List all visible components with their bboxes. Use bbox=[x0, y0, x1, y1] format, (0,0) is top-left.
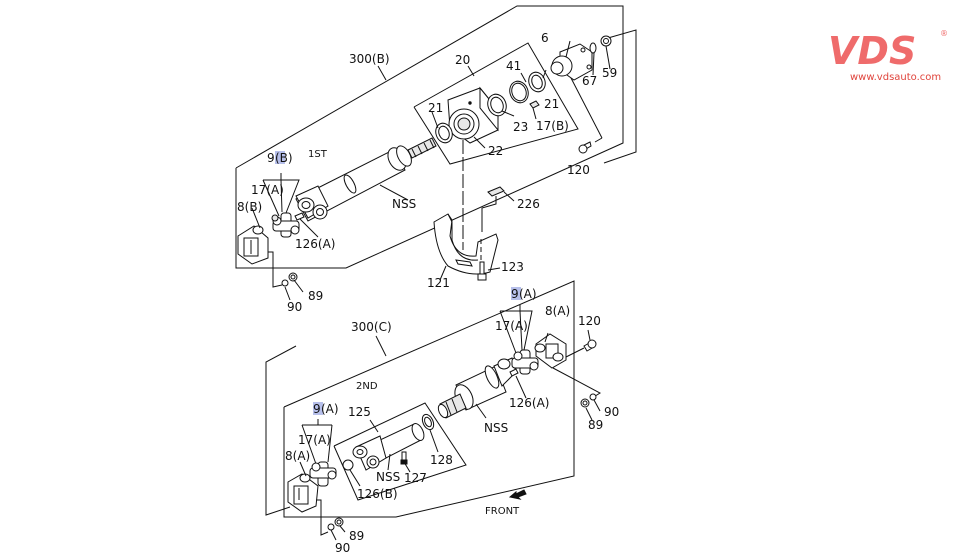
label-120-upper[interactable]: 120 bbox=[567, 163, 590, 177]
label-8a-lower-right[interactable]: 8(A) bbox=[545, 304, 570, 318]
vds-logo: VDS ® www.vdsauto.com bbox=[828, 29, 948, 83]
upper-part-labels: 300(B) 20 6 67 59 41 21 21 23 17(B) 22 1… bbox=[237, 31, 617, 314]
upper-u-joint bbox=[237, 173, 305, 288]
label-120-lower[interactable]: 120 bbox=[578, 314, 601, 328]
lower-part-labels: 9 (A) 17(A) 8(A) 120 126(A) NSS 90 89 30… bbox=[285, 287, 619, 555]
label-9-lower-left[interactable]: 9 bbox=[313, 402, 321, 416]
label-90-lower-left[interactable]: 90 bbox=[335, 541, 350, 555]
label-1st: 1ST bbox=[308, 149, 328, 160]
label-127[interactable]: 127 bbox=[404, 471, 427, 485]
label-89-lower-left[interactable]: 89 bbox=[349, 529, 364, 543]
logo-brand: VDS bbox=[828, 29, 916, 73]
center-mount-bracket bbox=[433, 186, 515, 281]
label-9-suffix-lower-right: (A) bbox=[519, 287, 537, 301]
slip-yoke-assembly bbox=[342, 413, 435, 471]
label-21-left[interactable]: 21 bbox=[428, 101, 443, 115]
companion-flange bbox=[550, 35, 612, 154]
label-20[interactable]: 20 bbox=[455, 53, 470, 67]
label-126b[interactable]: 126(B) bbox=[357, 487, 398, 501]
label-41[interactable]: 41 bbox=[506, 59, 521, 73]
label-123[interactable]: 123 bbox=[501, 260, 524, 274]
label-8a-lower-left[interactable]: 8(A) bbox=[285, 449, 310, 463]
label-300b[interactable]: 300(B) bbox=[349, 52, 390, 66]
label-59[interactable]: 59 bbox=[602, 66, 617, 80]
label-17a-upper[interactable]: 17(A) bbox=[251, 183, 284, 197]
label-9-suffix-lower-left: (A) bbox=[321, 402, 339, 416]
label-300c[interactable]: 300(C) bbox=[351, 320, 392, 334]
label-9-upper[interactable]: 9 bbox=[267, 151, 275, 165]
part-9-highlight-upper bbox=[275, 151, 285, 164]
label-nss-lower[interactable]: NSS bbox=[484, 421, 508, 435]
lower-leader-lines bbox=[299, 329, 601, 541]
lower-shaft bbox=[437, 357, 517, 419]
label-9-lower-right[interactable]: 9 bbox=[511, 287, 519, 301]
upper-shaft bbox=[295, 137, 437, 222]
label-89-lower-right[interactable]: 89 bbox=[588, 418, 603, 432]
upper-assembly-frame bbox=[235, 5, 637, 269]
logo-registered-mark: ® bbox=[940, 29, 948, 38]
label-125[interactable]: 125 bbox=[348, 405, 371, 419]
label-2nd: 2ND bbox=[356, 381, 378, 392]
upper-leader-lines bbox=[251, 40, 611, 301]
slip-yoke-kit-frame bbox=[333, 402, 467, 501]
label-128[interactable]: 128 bbox=[430, 453, 453, 467]
lower-left-u-joint bbox=[287, 419, 344, 536]
part-9-highlight-lower-left bbox=[313, 402, 323, 415]
mount-part-labels: 226 123 121 bbox=[427, 197, 540, 290]
label-nss-upper[interactable]: NSS bbox=[392, 197, 416, 211]
logo-url[interactable]: www.vdsauto.com bbox=[850, 72, 941, 83]
bearing-seals bbox=[435, 71, 546, 144]
label-23[interactable]: 23 bbox=[513, 120, 528, 134]
label-17a-lower-left[interactable]: 17(A) bbox=[298, 433, 331, 447]
label-nss-slip-yoke[interactable]: NSS bbox=[376, 470, 400, 484]
bearing-kit-frame bbox=[413, 42, 579, 165]
front-direction-indicator: FRONT bbox=[485, 489, 527, 517]
label-226[interactable]: 226 bbox=[517, 197, 540, 211]
label-67[interactable]: 67 bbox=[582, 74, 597, 88]
label-89-upper[interactable]: 89 bbox=[308, 289, 323, 303]
front-arrow-icon bbox=[508, 489, 527, 500]
label-126a-upper[interactable]: 126(A) bbox=[295, 237, 335, 251]
lower-right-u-joint bbox=[499, 305, 601, 408]
label-90-lower-right[interactable]: 90 bbox=[604, 405, 619, 419]
front-label: FRONT bbox=[485, 506, 520, 517]
label-126a-lower[interactable]: 126(A) bbox=[509, 396, 549, 410]
label-9-suffix-upper: (B) bbox=[275, 151, 293, 165]
label-6[interactable]: 6 bbox=[541, 31, 549, 45]
label-90-upper[interactable]: 90 bbox=[287, 300, 302, 314]
lower-assembly-frame bbox=[265, 280, 575, 518]
part-9-highlight-lower-right bbox=[511, 287, 521, 300]
label-17b[interactable]: 17(B) bbox=[536, 119, 569, 133]
label-8b[interactable]: 8(B) bbox=[237, 200, 262, 214]
label-22[interactable]: 22 bbox=[488, 144, 503, 158]
label-17a-lower-right[interactable]: 17(A) bbox=[495, 319, 528, 333]
label-21-right[interactable]: 21 bbox=[544, 97, 559, 111]
label-121[interactable]: 121 bbox=[427, 276, 450, 290]
